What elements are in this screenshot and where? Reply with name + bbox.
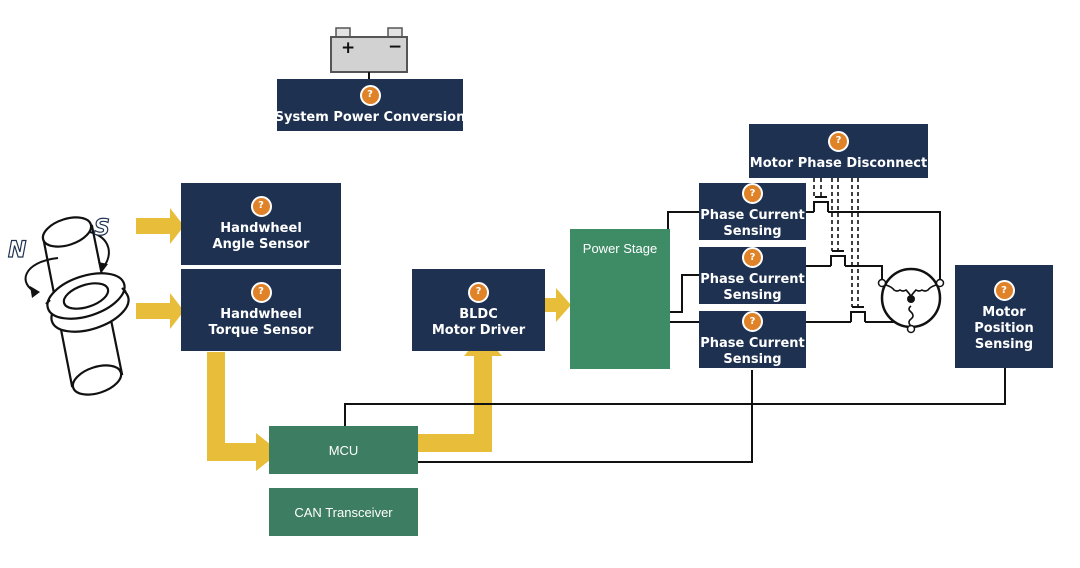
block-label-line-2: Sensing [723, 288, 782, 303]
block-label: System Power Conversion [274, 109, 466, 125]
motor-icon [877, 267, 945, 334]
block-label-line-2: Position [974, 321, 1034, 336]
mcu-block[interactable]: MCU [269, 426, 418, 474]
phase-b-motor-wire [806, 265, 883, 283]
handwheel-angle-sensor-block[interactable]: ? Handwheel Angle Sensor [181, 183, 341, 265]
driver-to-power-stage-arrow [545, 288, 571, 322]
question-mark-icon[interactable]: ? [468, 281, 489, 303]
question-mark-icon[interactable]: ? [359, 84, 381, 106]
battery-minus: − [388, 37, 402, 57]
switch-control-lines [813, 178, 859, 307]
bldc-motor-driver-block[interactable]: ? BLDC Motor Driver [412, 269, 545, 351]
motor-phase-disconnect-block[interactable]: ? Motor Phase Disconnect [749, 124, 928, 178]
mcu-to-position-sensor-wire [344, 368, 1006, 426]
phase-a-motor-wire [806, 211, 941, 283]
block-label-line-2: Sensing [723, 352, 782, 367]
block-label-line-2: Sensing [723, 224, 782, 239]
block-label-line-2: Motor Driver [431, 322, 526, 338]
question-mark-icon[interactable]: ? [742, 311, 763, 332]
can-transceiver-block[interactable]: CAN Transceiver [269, 488, 418, 536]
mcu-to-driver-arrow [418, 333, 502, 452]
battery-icon: + − [330, 27, 408, 79]
block-label-line-1: Motor [982, 305, 1026, 320]
can-transceiver-label: CAN Transceiver [294, 504, 393, 520]
battery-plus: + [341, 38, 355, 58]
block-label-line-2: Torque Sensor [208, 322, 314, 338]
mcu-label: MCU [328, 442, 359, 458]
disconnect-switches [813, 196, 866, 322]
block-label-line-1: Phase Current [700, 336, 805, 351]
block-label-line-2: Angle Sensor [212, 236, 310, 252]
question-mark-icon[interactable]: ? [993, 280, 1015, 301]
signal-arrows [136, 208, 571, 471]
north-pole-label: N [7, 237, 27, 263]
question-mark-icon[interactable]: ? [250, 281, 272, 303]
phase-current-sensing-block-3[interactable]: ? Phase Current Sensing [699, 311, 806, 368]
power-stage-block[interactable]: Power Stage [570, 229, 670, 369]
block-label-line-3: Sensing [974, 337, 1034, 352]
block-label-line-1: Phase Current [700, 208, 805, 223]
block-label-line-1: BLDC [459, 306, 498, 322]
torque-sensor-arrow [136, 293, 184, 329]
switch-b [830, 250, 846, 266]
question-mark-icon[interactable]: ? [742, 247, 763, 268]
mcu-to-current-sense-wire [418, 370, 753, 463]
switch-a [813, 196, 829, 212]
system-power-conversion-block[interactable]: ? System Power Conversion [274, 79, 466, 131]
block-label: Motor Phase Disconnect [749, 155, 928, 171]
power-stage-label: Power Stage [582, 241, 658, 256]
steering-column-icon [24, 216, 130, 396]
motor-position-sensing-block[interactable]: ? Motor Position Sensing [955, 265, 1053, 368]
question-mark-icon[interactable]: ? [828, 130, 849, 152]
question-mark-icon[interactable]: ? [742, 183, 763, 204]
block-label-line-1: Phase Current [700, 272, 805, 287]
phase-current-sensing-block-1[interactable]: ? Phase Current Sensing [699, 183, 806, 240]
torque-to-mcu-arrow [207, 352, 280, 471]
handwheel-torque-sensor-block[interactable]: ? Handwheel Torque Sensor [181, 269, 341, 351]
block-label-line-1: Handwheel [220, 220, 302, 236]
south-pole-label: S [93, 215, 110, 241]
switch-c [850, 306, 866, 322]
phase-current-sensing-block-2[interactable]: ? Phase Current Sensing [699, 247, 806, 304]
question-mark-icon[interactable]: ? [250, 195, 272, 217]
angle-sensor-arrow [136, 208, 184, 244]
block-label-line-1: Handwheel [220, 306, 302, 322]
